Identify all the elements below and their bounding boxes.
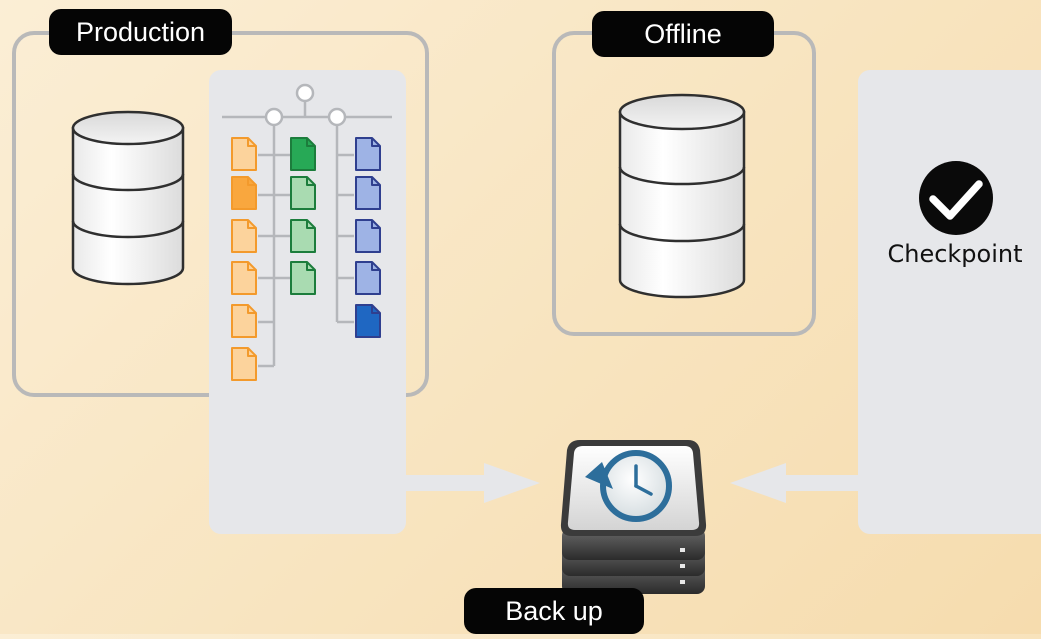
- document-icon: [231, 137, 257, 171]
- arrow-to-backup-right: [730, 463, 860, 503]
- document-icon: [231, 261, 257, 295]
- production-database-icon: [71, 110, 185, 286]
- document-icon: [355, 176, 381, 210]
- document-icon: [290, 219, 316, 253]
- file-icons: [231, 137, 381, 381]
- document-icon: [355, 261, 381, 295]
- document-icon: [290, 176, 316, 210]
- file-tree-connectors: [222, 102, 392, 368]
- arrow-to-backup-left: [406, 463, 540, 503]
- document-icon: [231, 219, 257, 253]
- offline-label: Offline: [592, 11, 774, 57]
- document-icon: [290, 261, 316, 295]
- file-tree-nodes: [264, 83, 347, 127]
- document-icon: [231, 176, 257, 210]
- document-icon: [231, 347, 257, 381]
- backup-label: Back up: [464, 588, 644, 634]
- document-icon: [355, 219, 381, 253]
- document-icon: [355, 304, 381, 338]
- document-icon: [290, 137, 316, 171]
- document-icon: [231, 304, 257, 338]
- checkpoint-label: Checkpoint: [887, 240, 1023, 268]
- document-icon: [355, 137, 381, 171]
- checkmark-circle-icon: [919, 161, 993, 235]
- checkpoint-panel: [858, 70, 1041, 534]
- time-machine-backup-icon: [560, 440, 707, 594]
- offline-database-icon: [618, 93, 746, 299]
- production-label: Production: [49, 9, 232, 55]
